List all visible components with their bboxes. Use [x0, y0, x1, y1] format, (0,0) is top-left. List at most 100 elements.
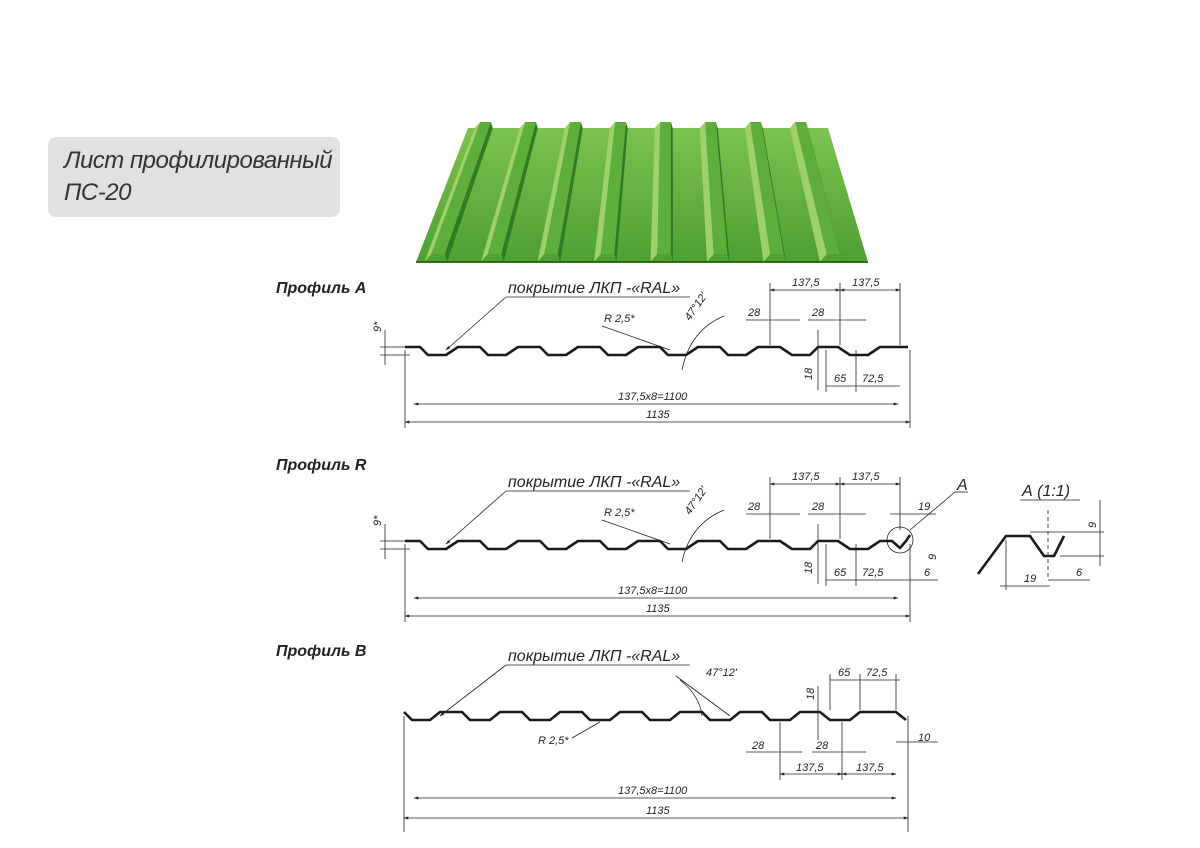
- dim-total-pitch: 137,5х8=1100: [618, 391, 688, 403]
- dim-137-a: 137,5: [792, 471, 820, 483]
- sheet-rib-dark-face: [670, 122, 674, 262]
- dim-28-b: 28: [811, 501, 825, 513]
- sheet-rib-top-face: [657, 122, 671, 254]
- profile-r-radius: R 2,5*: [604, 507, 635, 519]
- dim-72: 72,5: [862, 373, 884, 385]
- sheet-rib-top-face: [795, 122, 841, 254]
- sheet-rib-top-face: [600, 122, 626, 254]
- detail-dim-9: 9: [1087, 522, 1099, 528]
- dim-18: 18: [803, 561, 815, 574]
- coating-leader: [445, 296, 507, 351]
- dim-72: 72,5: [862, 567, 884, 579]
- sheet-rib-light-face: [789, 122, 827, 262]
- radius-leader: [571, 721, 601, 739]
- profile-b-radius: R 2,5*: [538, 735, 569, 747]
- callout-leader: [909, 491, 956, 531]
- sheet-rib-dark-face: [557, 122, 583, 262]
- sheet-rib-light-face: [650, 122, 661, 262]
- dim-28-a: 28: [747, 307, 761, 319]
- profiled-sheet-illustration: [416, 122, 868, 263]
- profile-b-label: Профиль В: [276, 643, 366, 660]
- dim-137-a: 137,5: [796, 762, 824, 774]
- profile-b-angle: 47°12': [706, 667, 738, 679]
- detail-a-profile: [976, 534, 1066, 575]
- dim-total-pitch: 137,5х8=1100: [618, 785, 688, 797]
- sheet-rib-top-face: [544, 122, 581, 254]
- sheet-ribs: [424, 122, 843, 262]
- dim-28-a: 28: [747, 501, 761, 513]
- dim-137-b: 137,5: [856, 762, 884, 774]
- detail-dim-6: 6: [1076, 567, 1083, 579]
- profile-a-coating: покрытие ЛКП -«RAL»: [508, 280, 680, 297]
- profile-a-angle: 47°12': [682, 290, 710, 323]
- sheet-rib-dark-face: [444, 122, 493, 262]
- detail-callout-circle: [886, 526, 914, 554]
- dim-total-pitch: 137,5х8=1100: [618, 585, 688, 597]
- sheet-rib-dark-face: [805, 122, 843, 262]
- sheet-rib-light-face: [537, 122, 571, 262]
- sheet-rib-dark-face: [715, 122, 730, 262]
- sheet-rib-dark-face: [760, 122, 787, 262]
- profile-b: Профиль В покрытие ЛКП -«RAL» R 2,5* 47°…: [276, 643, 938, 832]
- profile-r: Профиль R покрытие ЛКП -«RAL» R 2,5* 47°…: [276, 457, 1104, 622]
- sheet-rib-light-face: [593, 122, 616, 262]
- profile-a: Профиль А покрытие ЛКП -«RAL» R 2,5* 47°…: [276, 277, 911, 428]
- sheet-rib-dark-face: [501, 122, 538, 262]
- callout-a: A: [956, 477, 968, 494]
- detail-a: А (1:1) 9 19 6: [976, 483, 1104, 590]
- profile-r-angle: 47°12': [682, 484, 710, 517]
- profile-a-radius: R 2,5*: [604, 313, 635, 325]
- dim-65: 65: [834, 373, 847, 385]
- profile-b-coating: покрытие ЛКП -«RAL»: [508, 648, 680, 665]
- profile-b-line: [403, 710, 907, 722]
- title-box: Лист профилированный ПС-20: [48, 137, 340, 217]
- profile-r-line: [405, 534, 912, 551]
- coating-leader: [445, 490, 507, 545]
- dim-137-b: 137,5: [852, 277, 880, 289]
- radius-leader: [601, 325, 671, 351]
- dim-65: 65: [834, 567, 847, 579]
- profile-r-coating: покрытие ЛКП -«RAL»: [508, 474, 680, 491]
- radius-leader: [601, 519, 671, 545]
- dim-65: 65: [838, 667, 851, 679]
- dim-137-b: 137,5: [852, 471, 880, 483]
- sheet-rib-top-face: [750, 122, 784, 254]
- dim-total: 1135: [646, 805, 671, 817]
- dim-28-a: 28: [751, 740, 765, 752]
- dim-19: 19: [918, 501, 930, 513]
- sheet-rib-light-face: [744, 122, 771, 262]
- angle-arc: [681, 315, 725, 371]
- dim-total: 1135: [646, 409, 671, 421]
- sheet-rib-top-face: [431, 122, 491, 254]
- dim-total: 1135: [646, 603, 671, 615]
- dim-10: 10: [918, 732, 931, 744]
- dim-9b: 9: [927, 554, 939, 560]
- profile-a-label: Профиль А: [276, 280, 366, 297]
- profile-r-label: Профиль R: [276, 457, 367, 474]
- title-line-1: Лист профилированный: [64, 147, 333, 174]
- dim-9: 9*: [372, 515, 384, 526]
- detail-dim-19: 19: [1024, 573, 1036, 585]
- sheet-rib-dark-face: [614, 122, 628, 262]
- dim-18: 18: [803, 367, 815, 380]
- dim-28-b: 28: [811, 307, 825, 319]
- sheet-rib-top-face: [487, 122, 536, 254]
- sheet-rib-light-face: [480, 122, 526, 262]
- angle-leader: [675, 675, 731, 717]
- angle-arc: [679, 679, 703, 717]
- dim-18: 18: [805, 687, 817, 700]
- profile-a-line: [405, 345, 908, 357]
- dim-28-b: 28: [815, 740, 829, 752]
- coating-leader: [439, 664, 507, 717]
- dim-6: 6: [924, 567, 931, 579]
- dim-72: 72,5: [866, 667, 888, 679]
- sheet-rib-light-face: [424, 122, 481, 262]
- angle-arc: [681, 509, 725, 563]
- dim-9: 9*: [372, 321, 384, 332]
- dim-137-a: 137,5: [792, 277, 820, 289]
- title-line-2: ПС-20: [64, 179, 131, 206]
- sheet-rib-top-face: [705, 122, 728, 254]
- detail-a-title: А (1:1): [1021, 483, 1070, 500]
- sheet-rib-light-face: [699, 122, 714, 262]
